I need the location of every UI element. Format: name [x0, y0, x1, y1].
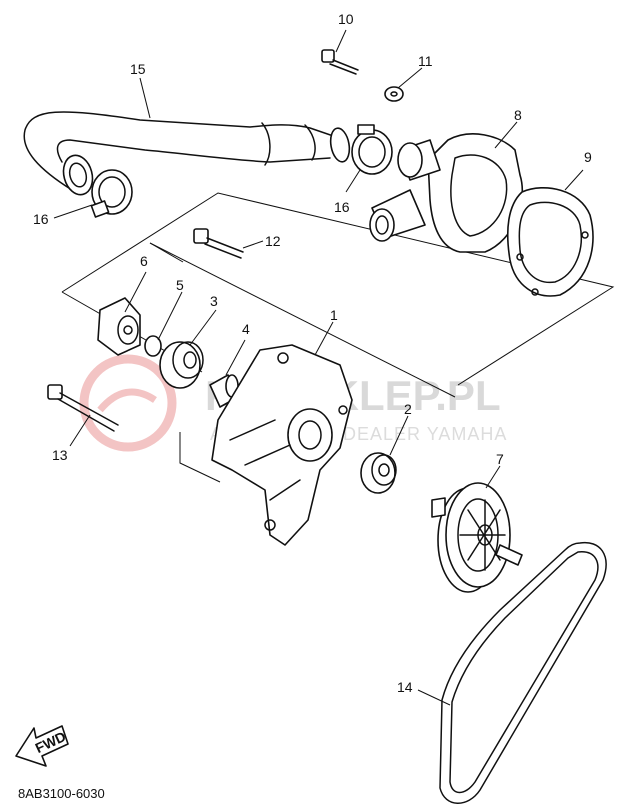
drive-belt-14	[439, 541, 607, 804]
callout-15: 15	[130, 61, 146, 77]
bolt-13	[47, 384, 119, 432]
callout-7: 7	[496, 451, 504, 467]
washer-5	[144, 335, 162, 357]
callout-1: 1	[330, 307, 338, 323]
callout-8: 8	[514, 107, 522, 123]
pump-body-1	[211, 344, 353, 546]
leader-lines	[53, 29, 584, 706]
callout-16-right: 16	[334, 199, 350, 215]
callout-4: 4	[242, 321, 250, 337]
callout-numbers: 10 11 8 9 15 16 16 12 6 5 3 4 1 2 7 13 1…	[33, 11, 592, 695]
callout-2: 2	[404, 401, 412, 417]
callout-16-left: 16	[33, 211, 49, 227]
washer-11	[384, 86, 404, 102]
forward-arrow-icon: FWD	[15, 725, 69, 767]
bearing-2	[360, 452, 397, 494]
callout-3: 3	[210, 293, 218, 309]
water-hose	[23, 111, 351, 196]
callout-5: 5	[176, 277, 184, 293]
bolt-10	[321, 49, 359, 75]
gasket-9	[506, 187, 594, 297]
mechanical-seal-3	[159, 341, 204, 389]
callout-10: 10	[338, 11, 354, 27]
callout-13: 13	[52, 447, 68, 463]
callout-9: 9	[584, 149, 592, 165]
callout-12: 12	[265, 233, 281, 249]
pump-housing	[369, 133, 524, 253]
callout-6: 6	[140, 253, 148, 269]
diagram-code: 8AB3100-6030	[18, 786, 105, 801]
watermark-logo	[79, 354, 177, 452]
hose-clamp-right	[351, 124, 393, 175]
callout-14: 14	[397, 679, 413, 695]
callout-11: 11	[418, 53, 433, 69]
impeller-6	[97, 297, 141, 356]
hose-clamp-left	[90, 169, 133, 218]
bolt-12	[193, 228, 244, 259]
pulley-7	[431, 482, 523, 593]
